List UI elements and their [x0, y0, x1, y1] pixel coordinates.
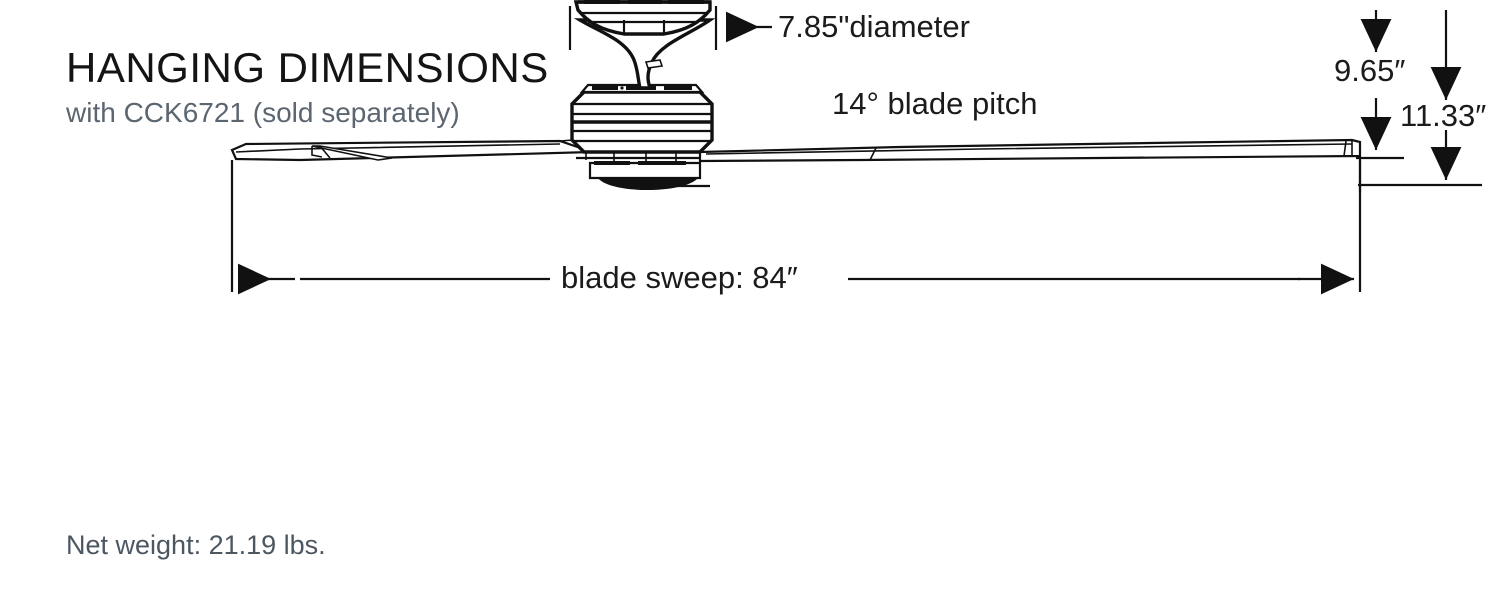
page-subtitle: with CCK6721 (sold separately) [66, 97, 460, 128]
blade-sweep-label: blade sweep: 84″ [561, 260, 798, 295]
right-blade [698, 138, 1362, 163]
page-title: HANGING DIMENSIONS [66, 44, 549, 91]
ceiling-canopy [573, 0, 712, 36]
left-blade [230, 139, 593, 162]
blade-pitch-label: 14° blade pitch [832, 86, 1038, 121]
net-weight-label: Net weight: 21.19 lbs. [66, 530, 326, 560]
light-kit [588, 161, 710, 190]
height-dimensions [1356, 10, 1482, 192]
downrod-cover [573, 18, 716, 90]
diameter-label: 7.85"diameter [778, 9, 970, 44]
hanging-height-outer-label: 11.33″ [1400, 98, 1487, 133]
hanging-height-inner-label: 9.65″ [1334, 53, 1406, 88]
motor-housing [570, 83, 714, 154]
diameter-dimension [568, 6, 772, 50]
